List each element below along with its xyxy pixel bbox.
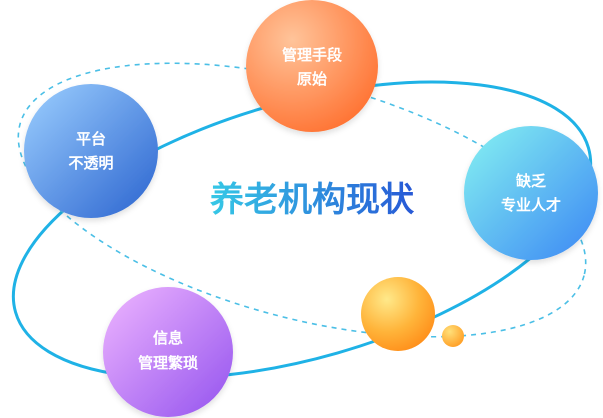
orbit-dashed [17,62,587,338]
node-label-line-1: 信息 [153,329,183,347]
node-label-line-2: 管理繁琐 [138,354,198,372]
orange-ball-small [442,325,464,347]
diagram-title: 养老机构现状 [210,180,415,220]
node-label-line-1: 管理手段 [282,46,342,64]
node-lack-talent: 缺乏 专业人才 [464,126,598,260]
node-platform-opaque: 平台 不透明 [24,84,158,218]
node-label-line-2: 原始 [297,70,327,88]
node-info-complex: 信息 管理繁琐 [103,287,233,417]
node-label-line-2: 不透明 [68,154,113,172]
node-label-line-1: 缺乏 [515,172,546,190]
node-management-primitive: 管理手段 原始 [246,0,378,132]
orange-ball-large [361,277,435,351]
node-label-line-1: 平台 [76,130,106,148]
node-label-line-2: 专业人才 [501,196,561,214]
